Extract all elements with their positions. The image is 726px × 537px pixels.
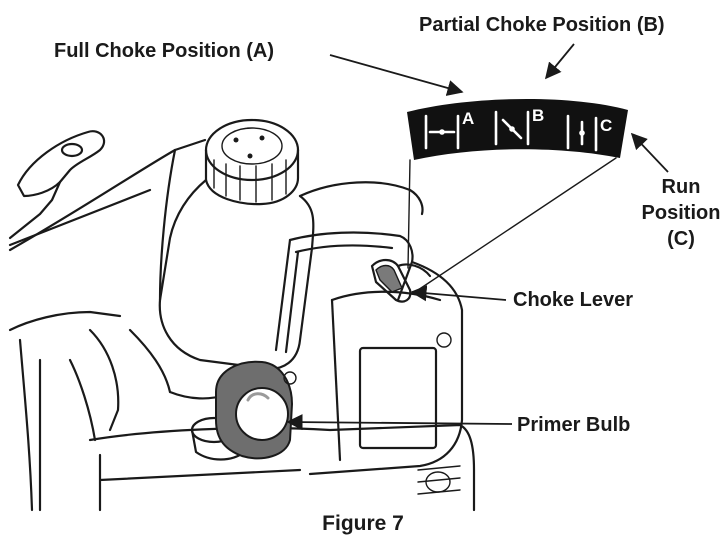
- choke-lever-arrow: [410, 285, 507, 302]
- choke-b-letter: B: [532, 106, 544, 125]
- full-choke-label: Full Choke Position (A): [54, 40, 274, 62]
- choke-a-symbol-icon: [424, 114, 460, 150]
- engine-housing-drawing: [8, 118, 476, 512]
- choke-plate-background: [407, 98, 628, 160]
- run-position-arrow: [630, 132, 669, 173]
- leader-arrows: [286, 43, 669, 431]
- choke-position-plate: A B C: [407, 98, 628, 160]
- choke-c-letter: C: [600, 116, 612, 135]
- primer-bulb-label: Primer Bulb: [517, 414, 630, 436]
- partial-choke-arrow: [544, 43, 575, 80]
- choke-c-symbol-icon: [566, 114, 598, 152]
- partial-choke-label: Partial Choke Position (B): [419, 14, 665, 36]
- choke-b-symbol-icon: [494, 110, 530, 146]
- run-label-line3: (C): [667, 228, 695, 250]
- choke-lever-label: Choke Lever: [513, 289, 633, 311]
- full-choke-arrow: [329, 54, 464, 96]
- plate-sight-lines: [407, 157, 617, 295]
- figure-caption: Figure 7: [322, 512, 404, 535]
- run-label-line2: Position: [642, 202, 721, 224]
- run-label-line1: Run: [662, 176, 701, 198]
- primer-bulb-arrow: [286, 414, 513, 431]
- choke-a-letter: A: [462, 109, 474, 128]
